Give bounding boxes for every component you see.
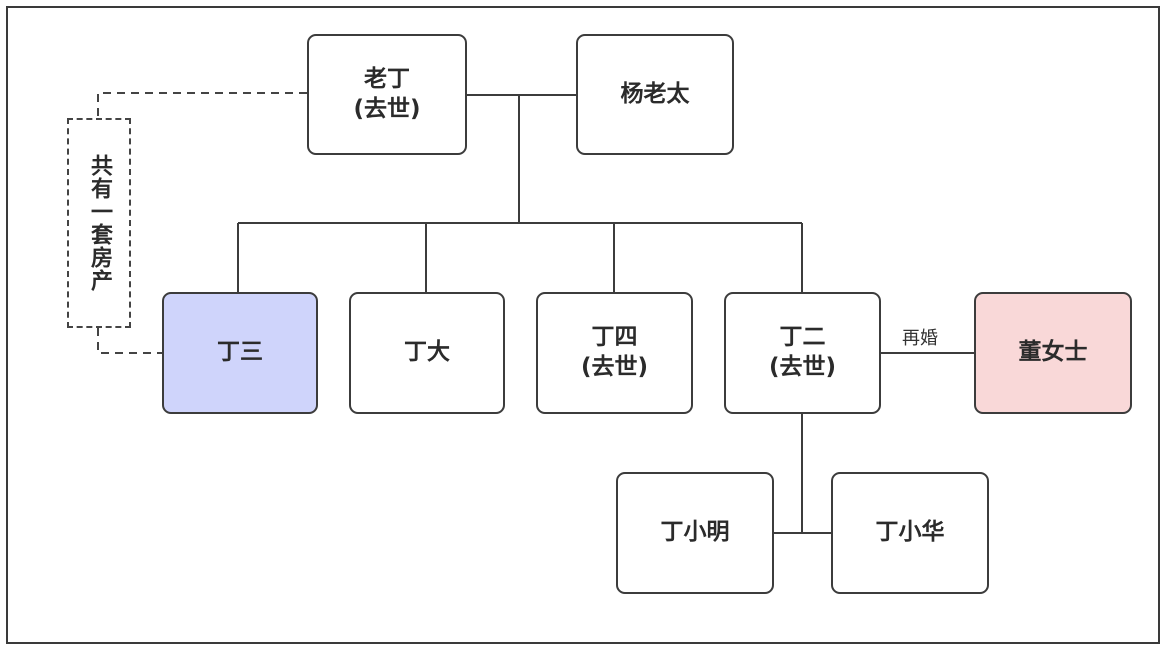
node-name: 丁三 [217, 339, 263, 366]
node-name: 丁小华 [875, 519, 945, 546]
node-name: 丁二 [779, 324, 826, 351]
node-name: 老丁 [364, 65, 410, 92]
node-name: 丁大 [404, 339, 450, 366]
node-name: 杨老太 [620, 80, 690, 107]
node-ding-er: 丁二 (去世) [724, 292, 881, 414]
node-note: (去世) [768, 354, 837, 380]
node-name: 董女士 [1018, 339, 1088, 366]
node-name: 丁四 [591, 324, 638, 351]
node-ding-xiaoming: 丁小明 [616, 472, 774, 594]
node-ding-si: 丁四 (去世) [536, 292, 693, 414]
node-note: (去世) [353, 95, 421, 122]
node-name: 丁小明 [660, 519, 730, 546]
node-ding-san: 丁三 [162, 292, 318, 414]
shared-property-link-top [97, 92, 307, 118]
node-lao-ding: 老丁 (去世) [307, 34, 467, 155]
shared-property-label: 共有一套房产 [87, 154, 112, 292]
node-note: (去世) [580, 354, 649, 380]
remarriage-label: 再婚 [900, 324, 940, 350]
shared-property-link-bottom [97, 328, 162, 354]
node-dong-nvshi: 董女士 [974, 292, 1132, 414]
shared-property-note: 共有一套房产 [67, 118, 131, 328]
node-ding-da: 丁大 [349, 292, 505, 414]
node-yang-laotai: 杨老太 [576, 34, 734, 155]
node-ding-xiaohua: 丁小华 [831, 472, 989, 594]
